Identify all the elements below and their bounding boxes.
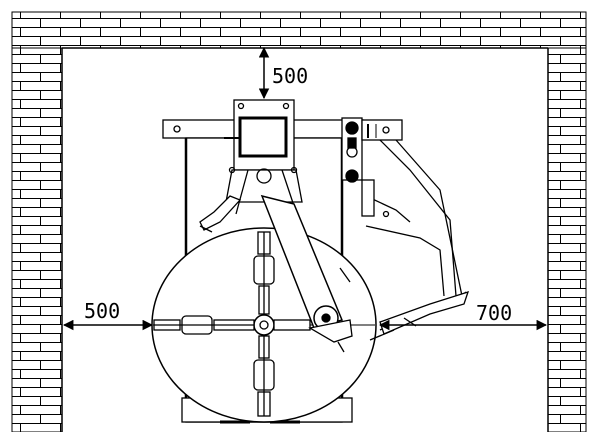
brick-wall (11, 11, 587, 432)
tower-head (224, 99, 303, 215)
tire-changer-machine (151, 99, 470, 424)
clamp-jaw-right (273, 319, 311, 331)
dimension-left-label: 500 (84, 299, 120, 323)
bead-breaker-lever (199, 195, 242, 233)
clamp-jaw-left (153, 315, 255, 335)
dimension-left: 500 (62, 299, 154, 331)
dimension-right-label: 700 (476, 301, 512, 325)
clamp-jaw-bottom (253, 335, 275, 417)
mount-demount-arm (260, 194, 353, 353)
valve-block (341, 117, 403, 183)
side-assist-arm (361, 139, 470, 341)
clamp-jaw-top (253, 231, 275, 315)
dimension-top-label: 500 (272, 64, 308, 88)
dimension-top: 500 (258, 46, 308, 100)
dimension-right: 700 (378, 301, 548, 331)
